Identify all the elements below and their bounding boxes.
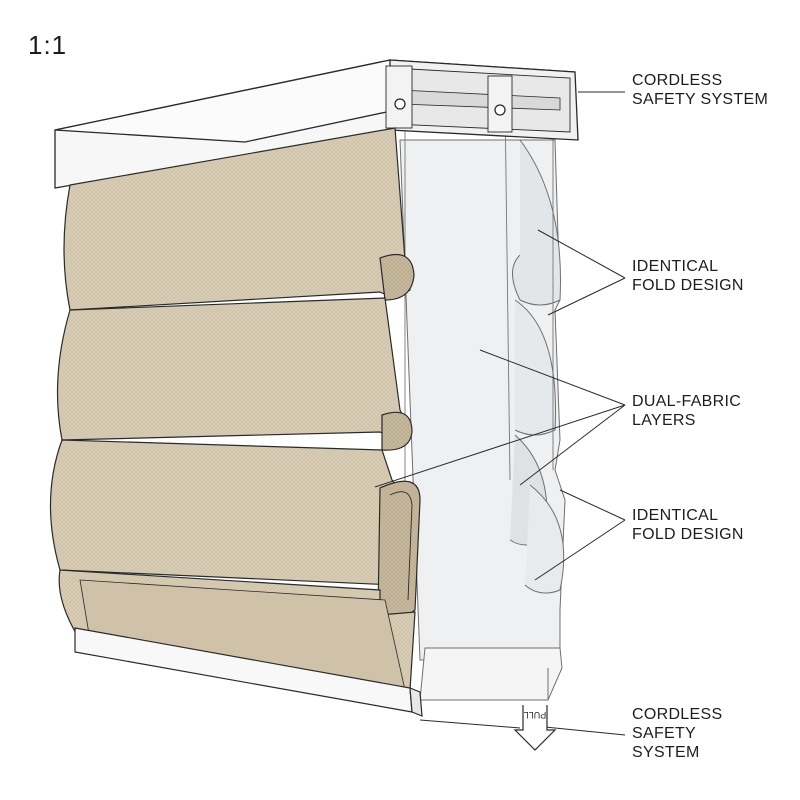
headrail	[54, 59, 579, 189]
callout-line: FOLD DESIGN	[632, 526, 744, 543]
callout-line: CORDLESS	[632, 706, 723, 723]
callout-identical-fold-bottom: IDENTICAL FOLD DESIGN	[632, 506, 744, 544]
callout-line: LAYERS	[632, 412, 696, 429]
callout-leader-lines	[374, 91, 626, 736]
callout-line: DUAL-FABRIC	[632, 393, 742, 410]
callout-cordless-safety-top: CORDLESS SAFETY SYSTEM	[632, 71, 768, 109]
callout-line: SYSTEM	[632, 744, 700, 761]
pull-arrow-icon	[513, 705, 557, 751]
sheer-fabric-layer	[399, 139, 566, 701]
aspect-ratio-label: 1:1	[28, 30, 68, 60]
callout-line: CORDLESS	[632, 72, 723, 89]
callout-line: IDENTICAL	[632, 507, 719, 524]
linen-fabric-layer	[49, 127, 423, 717]
callout-identical-fold-top: IDENTICAL FOLD DESIGN	[632, 257, 744, 295]
callout-line: SAFETY	[632, 725, 697, 742]
pull-label: PULL	[524, 710, 547, 720]
callout-line: FOLD DESIGN	[632, 277, 744, 294]
callout-line: IDENTICAL	[632, 258, 719, 275]
callout-cordless-safety-bottom: CORDLESS SAFETY SYSTEM	[632, 705, 722, 762]
callout-line: SAFETY SYSTEM	[632, 91, 769, 108]
callout-dual-fabric: DUAL-FABRIC LAYERS	[632, 392, 741, 430]
